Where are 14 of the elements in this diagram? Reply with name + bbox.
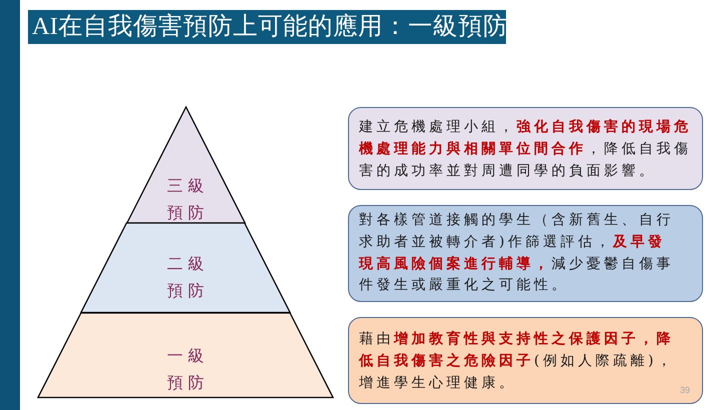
description-box [348, 107, 703, 190]
pyramid-tier [126, 107, 244, 223]
slide-title: AI在自我傷害預防上可能的應用：一級預防 [32, 12, 508, 42]
description-text: 建立危機處理小組，強化自我傷害的現場危機處理能力與相關單位間合作，降低自我傷害的成功率並對周遭同學的負面影響。 [359, 118, 692, 180]
pyramid-tier [38, 312, 333, 397]
description-text: 對各樣管道接觸的學生（含新舊生、自行求助者並被轉介者)作篩選評估，及早發現高風險個案進行輔導，減少憂鬱自傷事件發生或嚴重化之可能性。 [359, 211, 675, 296]
pyramid-tier [80, 223, 290, 312]
tier-label: 三級預防 [167, 175, 210, 224]
description-text: 藉由增加教育性與支持性之保護因子，降低自我傷害之危險因子(例如人際疏離)，增進學生心理健康。 [359, 330, 676, 392]
description-box [348, 205, 703, 302]
tier-label: 二級預防 [166, 252, 210, 302]
page-number: 39 [680, 385, 690, 396]
description-box [348, 317, 703, 404]
tier-label: 一級預防 [167, 345, 210, 394]
